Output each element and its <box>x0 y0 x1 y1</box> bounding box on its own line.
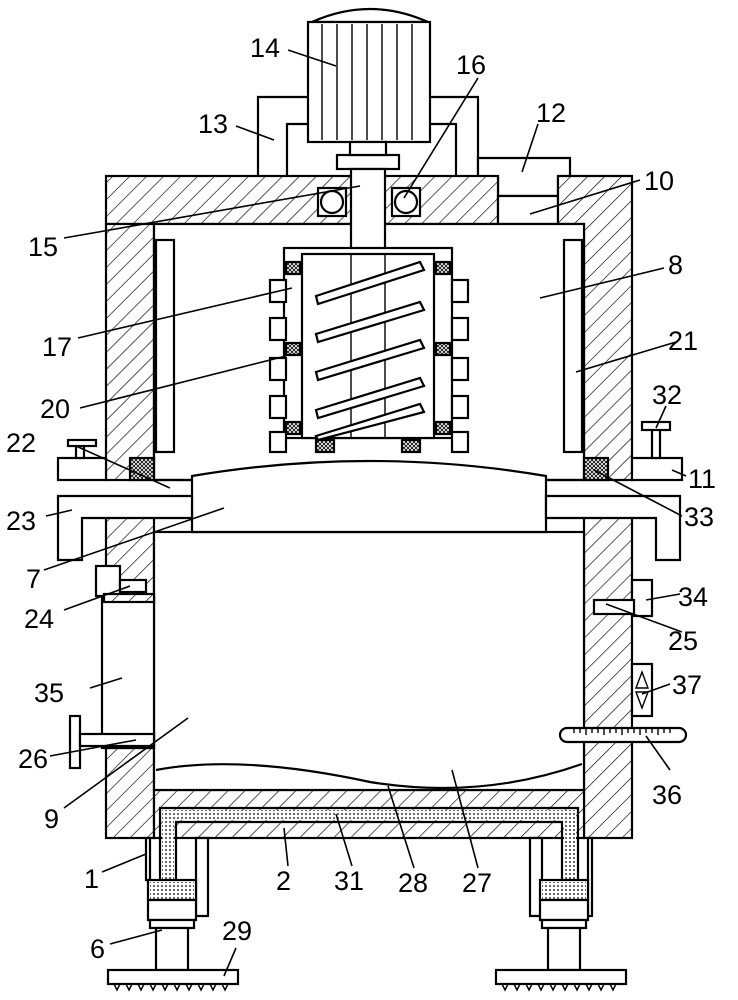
label-13: 13 <box>198 109 228 139</box>
label-37: 37 <box>672 670 702 700</box>
support-legs <box>144 836 594 918</box>
label-21: 21 <box>668 326 698 356</box>
label-27: 27 <box>462 868 492 898</box>
label-35: 35 <box>34 678 64 708</box>
side-window-right <box>562 238 584 454</box>
label-20: 20 <box>40 394 70 424</box>
sieve-tray <box>56 459 682 562</box>
label-2: 2 <box>276 866 291 896</box>
label-7: 7 <box>26 564 41 594</box>
label-28: 28 <box>398 868 428 898</box>
feet <box>106 968 628 992</box>
label-22: 22 <box>6 428 36 458</box>
label-8: 8 <box>668 250 683 280</box>
collection-bin <box>155 762 583 790</box>
label-34: 34 <box>678 582 708 612</box>
crusher-drum <box>268 246 470 454</box>
label-16: 16 <box>456 50 486 80</box>
latch-left <box>56 438 108 482</box>
label-31: 31 <box>334 866 364 896</box>
bearings <box>316 186 422 218</box>
label-14: 14 <box>250 33 280 63</box>
label-15: 15 <box>28 232 58 262</box>
drive-shaft <box>349 167 387 258</box>
label-17: 17 <box>42 332 72 362</box>
label-10: 10 <box>644 166 674 196</box>
label-6: 6 <box>90 934 105 964</box>
label-23: 23 <box>6 506 36 536</box>
label-25: 25 <box>668 626 698 656</box>
label-29: 29 <box>222 916 252 946</box>
label-1: 1 <box>84 864 99 894</box>
damper-left <box>146 878 198 972</box>
leader-lines <box>43 49 687 977</box>
label-12: 12 <box>536 98 566 128</box>
filter-block-left <box>128 456 156 482</box>
label-9: 9 <box>44 804 59 834</box>
label-33: 33 <box>684 502 714 532</box>
label-26: 26 <box>18 744 48 774</box>
motor-bracket <box>256 95 480 176</box>
label-32: 32 <box>652 380 682 410</box>
filter-block-right <box>582 456 610 482</box>
motor <box>306 7 432 171</box>
label-11: 11 <box>688 464 716 494</box>
lower-chamber <box>152 530 586 792</box>
label-36: 36 <box>652 780 682 810</box>
access-door <box>68 564 156 770</box>
label-24: 24 <box>24 604 54 634</box>
cooling-pipe <box>158 806 580 900</box>
latch-right <box>630 420 684 482</box>
part-labels: 14 16 13 12 10 15 8 17 21 32 20 22 11 23… <box>6 33 716 964</box>
side-window-left <box>154 238 176 454</box>
damper-right <box>538 878 590 972</box>
